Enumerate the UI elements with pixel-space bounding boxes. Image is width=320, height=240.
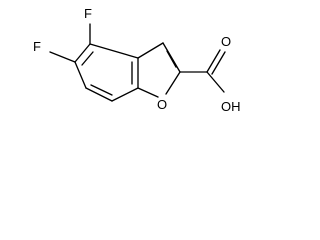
furan-ring-bonds <box>137 42 181 98</box>
bond-c7-c7a <box>111 87 139 102</box>
bond-carboxyl-c-o-double-b <box>211 51 226 75</box>
double-bond-c4-c5 <box>81 51 94 66</box>
bond-carboxyl-c-oh <box>206 71 225 93</box>
atom-labels: F F O O OH <box>33 6 241 114</box>
molecule-structure: F F O O OH <box>33 6 241 114</box>
double-bond-c3-c2 <box>166 50 177 68</box>
substituent-bonds <box>49 23 226 93</box>
bond-c6-c7 <box>85 87 113 102</box>
bond-carboxyl-c-o-double-a <box>206 49 221 73</box>
hydroxyl-label: OH <box>221 99 241 114</box>
bond-c5-c6 <box>74 61 87 89</box>
benzene-ring-bonds <box>74 43 139 102</box>
carbonyl-oxygen-label: O <box>221 34 231 49</box>
bond-c7a-o1 <box>137 87 159 98</box>
bond-c4-c5 <box>74 43 91 63</box>
bond-c5-f-left <box>49 51 76 63</box>
bond-c3-c2 <box>162 42 181 73</box>
fluorine-label-top: F <box>84 6 92 21</box>
benzene-inner-double-bonds <box>81 51 133 96</box>
ring-oxygen-label: O <box>157 97 167 112</box>
bond-c3a-c4 <box>89 43 139 59</box>
bond-c2-o1 <box>165 71 181 95</box>
fluorine-label-left: F <box>33 39 41 54</box>
double-bond-c6-c7 <box>90 84 113 96</box>
bond-c3a-c3 <box>137 42 164 59</box>
